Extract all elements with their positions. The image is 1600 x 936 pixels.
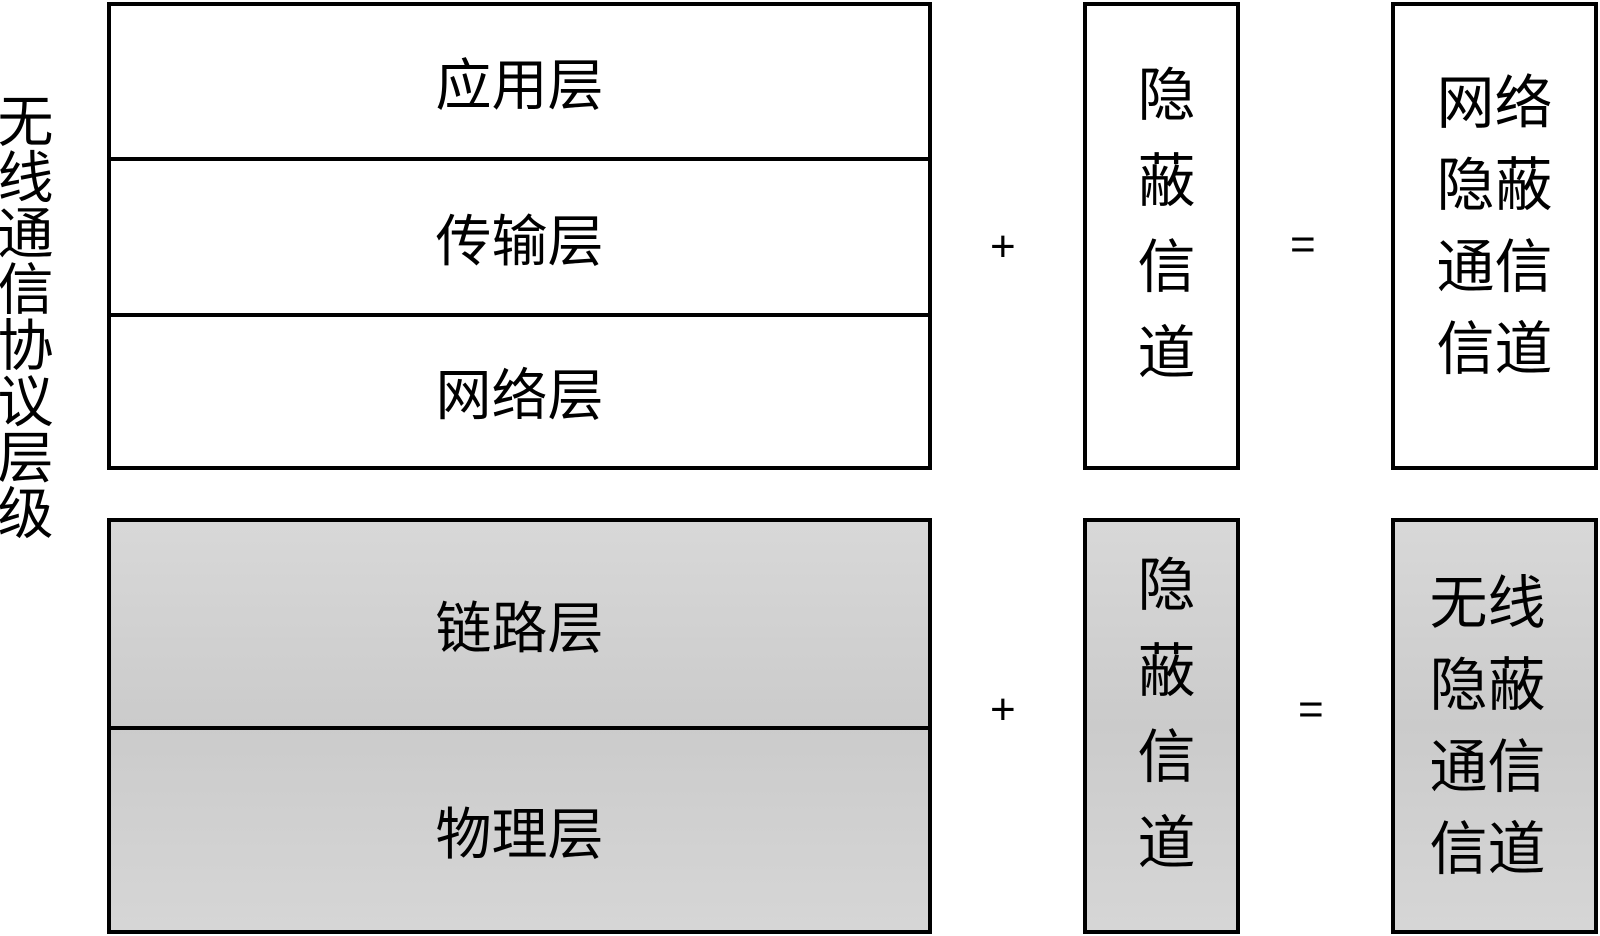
covert-channel-upper: 隐蔽信道 <box>1083 2 1240 470</box>
result-line: 信道 <box>1436 315 1553 383</box>
link-layer: 链路层 <box>111 522 928 730</box>
physical-layer: 物理层 <box>435 802 604 868</box>
wireless-covert-channel-result: 无线 隐蔽 通信 信道 <box>1391 518 1598 934</box>
covert-channel-label: 隐蔽信道 <box>1127 64 1196 408</box>
result-line: 通信 <box>1436 233 1553 301</box>
covert-channel-lower: 隐蔽信道 <box>1083 518 1240 934</box>
equals-sign-lower: = <box>1298 685 1324 734</box>
result-line: 信道 <box>1429 815 1546 883</box>
plus-sign-upper: + <box>990 222 1016 271</box>
plus-sign-lower: + <box>990 685 1016 734</box>
network-covert-channel-result: 网络 隐蔽 通信 信道 <box>1391 2 1598 470</box>
transport-layer: 传输层 <box>111 161 928 317</box>
network-layer: 网络层 <box>435 364 604 429</box>
result-line: 隐蔽 <box>1429 651 1546 719</box>
upper-layers-stack: 应用层 传输层 网络层 <box>107 2 932 470</box>
application-layer: 应用层 <box>111 6 928 161</box>
equals-sign-upper: = <box>1290 220 1316 269</box>
lower-layers-stack: 链路层 物理层 <box>107 518 932 934</box>
result-line: 网络 <box>1436 69 1553 137</box>
result-line: 无线 <box>1429 569 1546 637</box>
result-line: 隐蔽 <box>1436 151 1553 219</box>
covert-channel-label: 隐蔽信道 <box>1127 554 1196 898</box>
result-line: 通信 <box>1429 733 1546 801</box>
protocol-hierarchy-label: 无线通信协议层级 <box>0 92 53 540</box>
